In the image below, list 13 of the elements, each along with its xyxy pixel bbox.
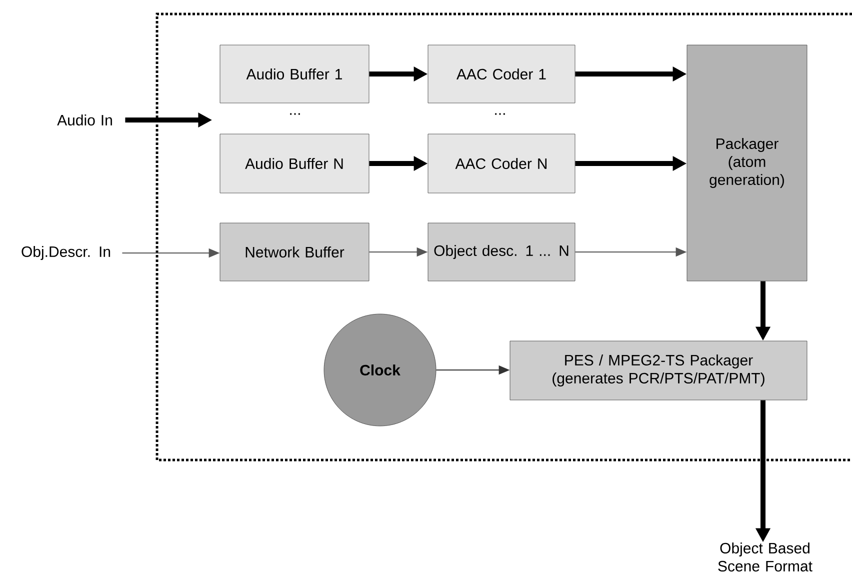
process-box: Object desc. 1 ... N <box>428 222 576 282</box>
output-label: Object Based Scene Format <box>718 542 812 572</box>
process-box: Audio Buffer N <box>220 134 370 194</box>
ellipsis-label: ... <box>290 113 300 115</box>
input-label: Audio In <box>57 114 112 126</box>
process-box: Network Buffer <box>220 222 370 282</box>
process-box: AAC Coder 1 <box>428 44 576 104</box>
process-box: AAC Coder N <box>428 134 576 194</box>
ellipsis-label: ... <box>495 113 505 115</box>
process-box: PES / MPEG2-TS Packager (generates PCR/PTS/PAT/PMT) <box>510 340 808 400</box>
packager-box: Packager (atom generation) <box>686 44 808 282</box>
process-box: Audio Buffer 1 <box>220 44 370 104</box>
input-label: Obj.Descr. In <box>22 246 110 260</box>
